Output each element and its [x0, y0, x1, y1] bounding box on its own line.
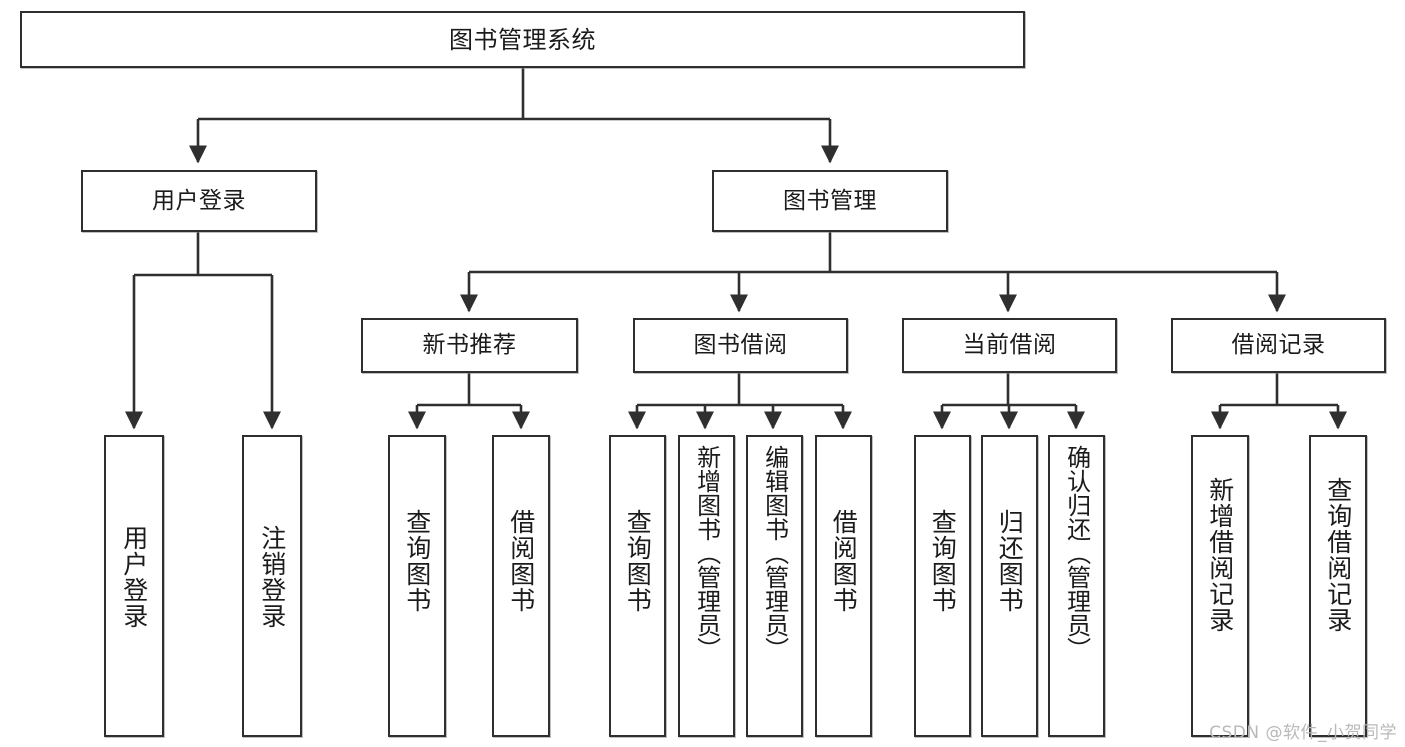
node-label: 新增图书（管理员）: [692, 445, 721, 661]
leaf-borrow-book-recommend[interactable]: 借阅图书: [492, 435, 550, 737]
node-label: 图书管理: [783, 187, 877, 214]
node-label: 查询图书: [928, 509, 958, 613]
leaf-query-borrow-record[interactable]: 查询借阅记录: [1309, 435, 1367, 737]
node-label: 用户登录: [152, 187, 246, 214]
leaf-logout-login[interactable]: 注销登录: [242, 435, 302, 737]
node-label: 查询图书: [402, 509, 432, 613]
leaf-query-book-current[interactable]: 查询图书: [914, 435, 971, 737]
node-label: 图书借阅: [693, 332, 788, 359]
node-label: 确认归还（管理员）: [1062, 445, 1091, 661]
node-label: 用户登录: [119, 525, 149, 629]
node-label: 编辑图书（管理员）: [760, 445, 789, 661]
node-current-borrow[interactable]: 当前借阅: [902, 318, 1117, 373]
node-label: 借阅图书: [829, 509, 859, 613]
leaf-user-login[interactable]: 用户登录: [104, 435, 164, 737]
node-label: 查询借阅记录: [1323, 477, 1353, 633]
node-book-management[interactable]: 图书管理: [712, 170, 948, 232]
node-label: 图书管理系统: [449, 25, 596, 54]
node-label: 借阅图书: [506, 509, 536, 613]
node-user-login[interactable]: 用户登录: [81, 170, 317, 232]
leaf-return-book[interactable]: 归还图书: [981, 435, 1038, 737]
node-label: 新增借阅记录: [1205, 477, 1235, 633]
node-label: 借阅记录: [1231, 332, 1326, 359]
node-label: 查询图书: [623, 509, 653, 613]
leaf-edit-book-admin[interactable]: 编辑图书（管理员）: [746, 435, 803, 737]
node-root-book-management-system[interactable]: 图书管理系统: [20, 11, 1025, 68]
node-label: 当前借阅: [962, 332, 1057, 359]
leaf-query-book-recommend[interactable]: 查询图书: [388, 435, 446, 737]
node-book-borrow[interactable]: 图书借阅: [633, 318, 848, 373]
node-label: 归还图书: [995, 509, 1025, 613]
csdn-watermark: CSDN @软件_小贺同学: [1209, 723, 1397, 743]
leaf-add-borrow-record[interactable]: 新增借阅记录: [1191, 435, 1249, 737]
leaf-add-book-admin[interactable]: 新增图书（管理员）: [678, 435, 735, 737]
node-borrow-record[interactable]: 借阅记录: [1171, 318, 1386, 373]
node-new-book-recommend[interactable]: 新书推荐: [361, 318, 578, 373]
node-label: 新书推荐: [422, 332, 517, 359]
leaf-confirm-return-admin[interactable]: 确认归还（管理员）: [1048, 435, 1105, 737]
node-label: 注销登录: [257, 525, 287, 629]
leaf-query-book-borrow[interactable]: 查询图书: [609, 435, 666, 737]
leaf-borrow-book-borrow[interactable]: 借阅图书: [815, 435, 872, 737]
